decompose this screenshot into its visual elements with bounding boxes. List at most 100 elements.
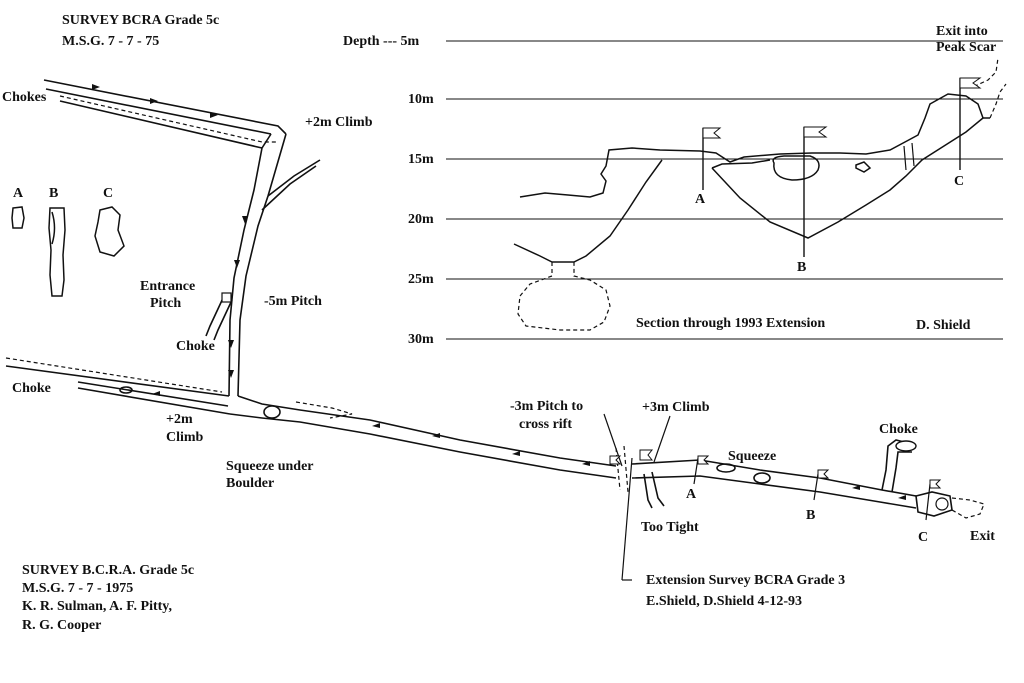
label-squeeze: Squeeze — [728, 449, 776, 464]
label-cross-rift: cross rift — [519, 417, 572, 432]
station-c-flag — [929, 479, 942, 489]
exit-chamber — [915, 491, 953, 517]
section-author: D. Shield — [916, 318, 971, 333]
direction-arrow — [582, 461, 590, 466]
direction-arrow — [92, 84, 100, 90]
label-exit: Exit — [970, 529, 995, 544]
cross-section-c — [94, 206, 125, 257]
depth-label-20m: 20m — [408, 212, 434, 227]
depth-label-30m: 30m — [408, 332, 434, 347]
section-step-1 — [903, 145, 907, 171]
direction-arrow — [372, 423, 380, 428]
station-c-pole — [925, 483, 931, 521]
choke-rubble — [895, 440, 917, 452]
station-b-flag — [817, 469, 830, 479]
direction-arrow — [512, 451, 520, 456]
rift-dashed-1 — [615, 447, 621, 491]
extension-survey-names: E.Shield, D.Shield 4-12-93 — [646, 594, 802, 609]
cross-section-label-a: A — [13, 186, 24, 201]
section-floor-right — [711, 117, 984, 239]
spur-left — [205, 295, 225, 337]
label-too-tight: Too Tight — [641, 520, 699, 535]
label-climb-3m: +3m Climb — [642, 400, 710, 415]
depth-label-5m: Depth --- 5m — [343, 34, 420, 49]
depth-label-10m: 10m — [408, 92, 434, 107]
exit-dashed — [951, 497, 985, 519]
label-pitch: Pitch — [150, 296, 181, 311]
label-pitch-3m: -3m Pitch to — [510, 399, 583, 414]
lower-left-top — [5, 365, 230, 397]
section-marker-b: B — [797, 260, 806, 275]
section-chamber — [772, 155, 820, 181]
shaft-right-wall — [237, 133, 287, 397]
branch-lower — [261, 165, 317, 211]
section-roof — [519, 93, 984, 198]
extension-top — [631, 459, 917, 497]
lower-left-bottom — [77, 387, 231, 415]
choke-branch-right — [891, 451, 912, 493]
cross-section-b — [48, 207, 66, 297]
too-tight-right — [651, 471, 665, 507]
section-title: Section through 1993 Extension — [636, 316, 825, 331]
label-station-a: A — [686, 487, 697, 502]
label-choke-right: Choke — [879, 422, 918, 437]
direction-arrow — [152, 391, 160, 396]
exit-rubble — [935, 497, 949, 511]
plan-survey — [5, 79, 985, 521]
direction-arrow — [432, 433, 440, 438]
climb-3m-pointer — [653, 415, 671, 463]
direction-arrow — [898, 495, 906, 500]
label-entrance: Entrance — [140, 279, 195, 294]
section-dashed-chamber — [517, 262, 611, 331]
section-exit-dashes-2 — [989, 83, 1007, 119]
direction-arrow — [228, 340, 234, 348]
credits-survey: SURVEY B.C.R.A. Grade 5c — [22, 563, 194, 578]
label-chokes: Chokes — [2, 90, 47, 105]
section-pocket — [855, 161, 872, 173]
too-tight-left — [643, 473, 653, 509]
cross-section-a — [11, 206, 25, 229]
peak-scar-label: Peak Scar — [936, 40, 996, 55]
rift-dashed-2 — [623, 445, 629, 493]
climb-flag — [639, 449, 654, 461]
section-floor-left — [513, 159, 663, 263]
header-msg-date: M.S.G. 7 - 7 - 75 — [62, 34, 159, 49]
header-survey-grade: SURVEY BCRA Grade 5c — [62, 13, 219, 28]
label-climb-2m: +2m — [166, 412, 193, 427]
extension-bottom — [631, 475, 917, 509]
station-a-pole — [693, 457, 699, 485]
section-ledge — [711, 159, 771, 169]
cross-sections: A B C — [11, 186, 125, 297]
upper-passage-dashed — [59, 95, 278, 143]
credits-names: K. R. Sulman, A. F. Pitty, — [22, 599, 172, 614]
label-station-c: C — [918, 530, 928, 545]
label-boulder: Boulder — [226, 476, 274, 491]
section-markers: A B C — [695, 77, 982, 275]
branch-upper — [267, 159, 321, 197]
section-marker-c: C — [954, 174, 964, 189]
main-passage-bottom — [229, 413, 617, 479]
spur-right — [213, 299, 233, 341]
direction-arrow — [234, 260, 240, 268]
label-choke-left: Choke — [12, 381, 51, 396]
cross-section-label-b: B — [49, 186, 58, 201]
upper-passage-top — [43, 79, 287, 135]
extension-survey-grade: Extension Survey BCRA Grade 3 — [646, 573, 845, 588]
extension-survey-pointer — [621, 457, 633, 581]
section-profile — [513, 57, 1007, 331]
exit-into-label: Exit into — [936, 24, 988, 39]
squeeze-rocks — [716, 463, 736, 473]
depth-label-25m: 25m — [408, 272, 434, 287]
cross-section-label-c: C — [103, 186, 113, 201]
entrance-pitch-marker — [221, 292, 232, 303]
credits-names-2: R. G. Cooper — [22, 618, 101, 633]
direction-arrow — [852, 485, 860, 490]
squeeze-boulder-ring — [263, 405, 281, 419]
station-a-flag — [697, 455, 710, 465]
label-climb-2m-top: +2m Climb — [305, 115, 373, 130]
cross-section-b-inner — [51, 211, 56, 245]
shaft-left-wall — [228, 133, 272, 397]
direction-arrow — [150, 98, 158, 104]
direction-arrow — [242, 216, 248, 224]
